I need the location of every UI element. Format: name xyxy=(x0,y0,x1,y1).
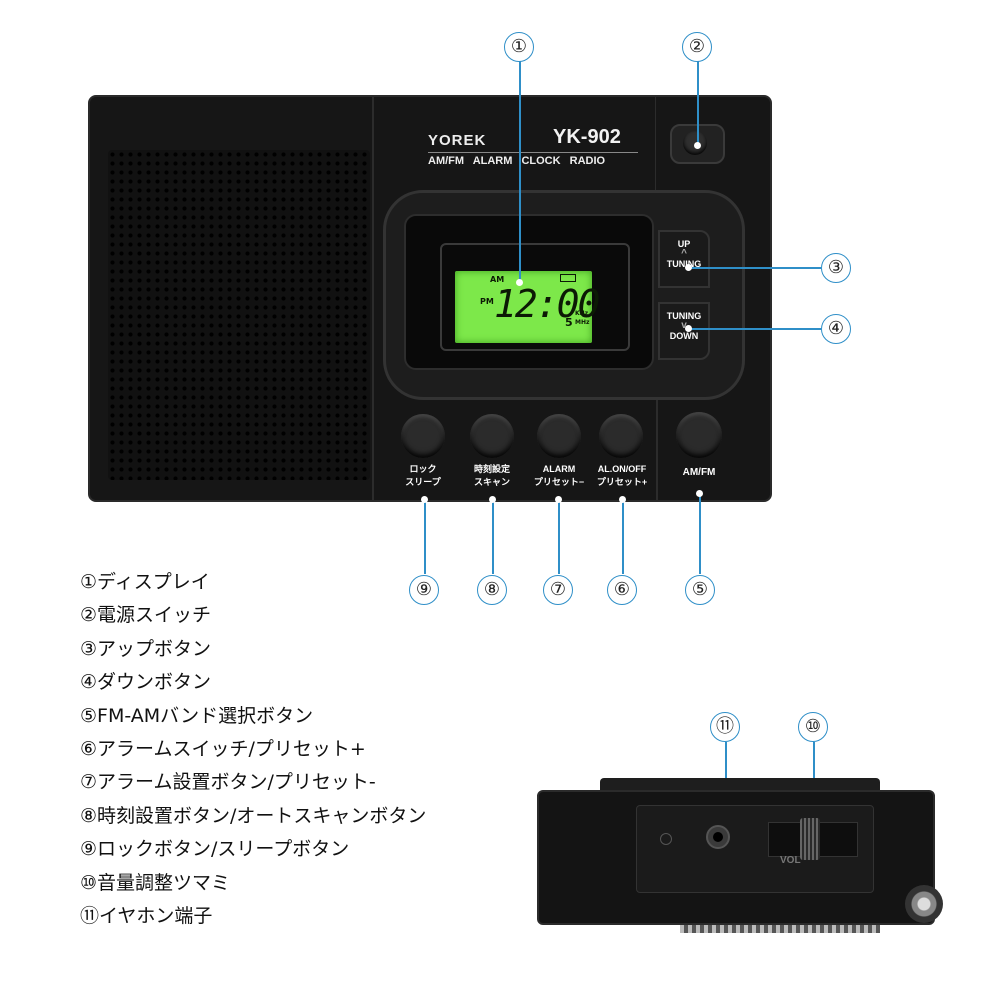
time-set-scan-label: 時刻設定 スキャン xyxy=(452,463,532,489)
callout-dot-8 xyxy=(489,496,496,503)
callout-dot-1 xyxy=(516,279,523,286)
callout-line-4 xyxy=(688,328,821,330)
callout-6: ⑥ xyxy=(607,575,637,605)
lock-sleep-button[interactable] xyxy=(401,414,445,458)
legend-item: ⑦アラーム設置ボタン/プリセット- xyxy=(80,771,376,794)
tuning-up-label-2: TUNING xyxy=(666,259,702,269)
legend-item: ①ディスプレイ xyxy=(80,571,210,593)
lcd-mhz: MHz xyxy=(575,319,590,326)
lcd-pm-indicator: PM xyxy=(480,297,494,306)
btn-label-line1: AL.ON/OFF xyxy=(597,464,647,474)
alarm-preset-minus-button[interactable] xyxy=(537,414,581,458)
callout-3: ③ xyxy=(821,253,851,283)
btn-label-line2: プリセット− xyxy=(533,477,585,487)
tuning-down-label-1: TUNING xyxy=(666,311,702,321)
callout-line-1 xyxy=(519,60,521,282)
btn-label-line2: プリセット+ xyxy=(596,477,648,487)
callout-9: ⑨ xyxy=(409,575,439,605)
callout-8: ⑧ xyxy=(477,575,507,605)
headphone-icon xyxy=(660,833,672,845)
tuning-down-button[interactable]: TUNING v DOWN xyxy=(658,302,710,360)
callout-11: ⑪ xyxy=(710,712,740,742)
callout-line-9 xyxy=(424,500,426,574)
callout-line-5 xyxy=(699,494,701,574)
lcd-display xyxy=(455,271,592,343)
alarm-onoff-preset-plus-button[interactable] xyxy=(599,414,643,458)
btn-label-line1: ALARM xyxy=(542,464,576,474)
callout-7: ⑦ xyxy=(543,575,573,605)
legend-item: ②電源スイッチ xyxy=(80,604,212,627)
brand-logo: YOREK xyxy=(428,132,487,149)
legend-item: ⑪イヤホン端子 xyxy=(80,904,213,927)
antenna-hinge xyxy=(905,885,943,923)
legend-item: ④ダウンボタン xyxy=(80,671,212,694)
battery-icon xyxy=(560,274,576,282)
chevron-down-icon: v xyxy=(681,320,687,331)
callout-2: ② xyxy=(682,32,712,62)
legend-item: ⑩音量調整ツマミ xyxy=(80,871,231,894)
callout-1: ① xyxy=(504,32,534,62)
legend-item: ③アップボタン xyxy=(80,637,212,660)
callout-5: ⑤ xyxy=(685,575,715,605)
tuning-down-label-2: DOWN xyxy=(669,331,699,341)
panel-divider xyxy=(372,97,374,500)
earphone-jack[interactable] xyxy=(706,825,730,849)
alarm-onoff-preset-plus-label: AL.ON/OFF プリセット+ xyxy=(582,463,662,489)
am-fm-button[interactable] xyxy=(676,412,722,458)
time-set-scan-button[interactable] xyxy=(470,414,514,458)
chevron-up-icon: ^ xyxy=(681,248,687,259)
side-bottom-grille xyxy=(680,925,880,933)
callout-dot-5 xyxy=(696,490,703,497)
callout-line-6 xyxy=(622,500,624,574)
btn-label-line2: スキャン xyxy=(473,477,510,487)
lcd-time: 12:00 xyxy=(494,282,600,326)
speaker-grille xyxy=(108,150,370,480)
lcd-am-indicator: AM xyxy=(490,275,505,284)
alarm-preset-minus-label: ALARM プリセット− xyxy=(519,463,599,489)
legend-item: ⑥アラームスイッチ/プリセット+ xyxy=(80,737,366,760)
legend-list: ①ディスプレイ ②電源スイッチ ③アップボタン ④ダウンボタン ⑤FM-AMバン… xyxy=(80,566,426,933)
callout-line-2 xyxy=(697,60,699,145)
tuning-up-label-1: UP xyxy=(677,239,691,249)
callout-4: ④ xyxy=(821,314,851,344)
legend-item: ⑤FM-AMバンド選択ボタン xyxy=(80,704,314,727)
callout-line-7 xyxy=(558,500,560,574)
am-fm-label: AM/FM xyxy=(682,467,716,478)
callout-10: ⑩ xyxy=(798,712,828,742)
volume-label: VOL xyxy=(780,855,801,866)
tuning-up-button[interactable]: UP ^ TUNING xyxy=(658,230,710,288)
volume-wheel[interactable] xyxy=(800,818,820,860)
lcd-seconds: 5 xyxy=(565,316,573,329)
btn-label-line1: 時刻設定 xyxy=(473,464,510,474)
callout-dot-6 xyxy=(619,496,626,503)
lock-sleep-label: ロック スリープ xyxy=(383,463,463,489)
btn-label-line1: ロック xyxy=(409,464,437,474)
callout-dot-9 xyxy=(421,496,428,503)
radio-subtitle: AM/FM ALARM CLOCK RADIO xyxy=(428,155,606,167)
callout-dot-7 xyxy=(555,496,562,503)
radio-side-top-edge xyxy=(600,778,880,792)
legend-item: ⑨ロックボタン/スリープボタン xyxy=(80,838,350,861)
callout-dot-4 xyxy=(685,325,692,332)
callout-dot-3 xyxy=(685,264,692,271)
earphone-jack-hole xyxy=(713,832,723,842)
btn-label-line2: スリープ xyxy=(405,477,441,487)
callout-dot-2 xyxy=(694,142,701,149)
callout-line-3 xyxy=(688,267,821,269)
panel-divider-right xyxy=(656,400,658,500)
legend-item: ⑧時刻設置ボタン/オートスキャンボタン xyxy=(80,804,427,827)
callout-line-8 xyxy=(492,500,494,574)
title-underline xyxy=(428,152,638,153)
panel-divider-top xyxy=(655,97,656,190)
model-name: YK-902 xyxy=(553,126,621,148)
lcd-khz: KHz xyxy=(575,310,589,317)
